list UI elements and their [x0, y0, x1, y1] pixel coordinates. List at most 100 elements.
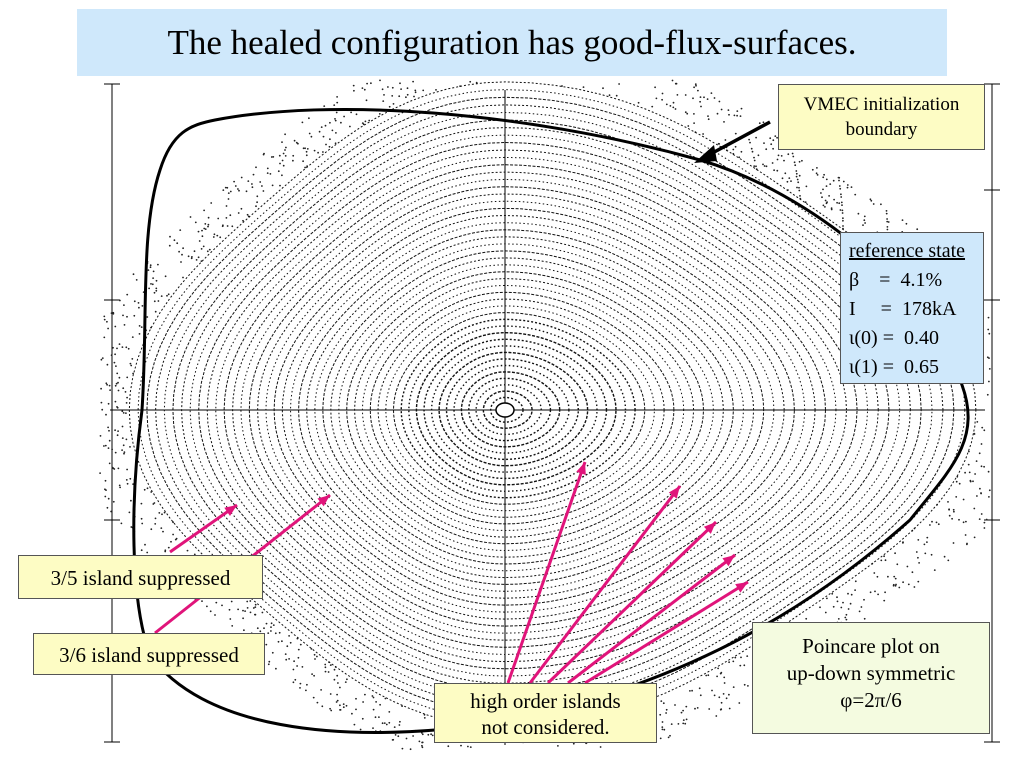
scatter-dot [771, 162, 774, 164]
scatter-dot [305, 154, 308, 157]
scatter-dot [399, 720, 401, 723]
scatter-dot [121, 449, 123, 451]
scatter-dot [755, 136, 757, 139]
flux-surface [338, 264, 714, 552]
flux-surface [330, 257, 724, 558]
scatter-dot [953, 510, 955, 513]
scatter-dot [667, 736, 670, 739]
flux-surface [198, 141, 890, 670]
scatter-dot [322, 135, 325, 138]
scatter-dot [299, 682, 302, 685]
scatter-dot [421, 746, 424, 749]
scatter-dot [272, 156, 275, 158]
scatter-dot [703, 96, 705, 99]
scatter-dot [121, 410, 124, 413]
scatter-dot [695, 84, 697, 87]
scatter-dot [842, 180, 845, 183]
scatter-dot [282, 164, 285, 167]
plot-axes [104, 83, 1000, 745]
scatter-dot [150, 283, 152, 285]
scatter-dot [467, 745, 469, 748]
scatter-dot [164, 275, 167, 278]
scatter-dot [409, 748, 412, 751]
scatter-dot [948, 514, 951, 517]
scatter-dot [955, 496, 958, 498]
scatter-dot [285, 146, 287, 149]
scatter-dot [796, 178, 799, 181]
scatter-dot [894, 577, 897, 580]
scatter-dot [148, 287, 151, 290]
scatter-dot [387, 86, 389, 88]
scatter-dot [114, 400, 117, 403]
scatter-dot [918, 562, 920, 564]
scatter-dot [822, 188, 824, 191]
scatter-dot [297, 648, 300, 651]
scatter-dot [112, 346, 114, 349]
scatter-dot [751, 150, 754, 153]
scatter-dot [962, 521, 965, 524]
flux-surface [128, 81, 977, 729]
scatter-dot [213, 233, 216, 236]
scatter-dot [282, 152, 285, 155]
scatter-dot [661, 728, 664, 731]
scatter-dot [155, 287, 158, 290]
title-banner: The healed configuration has good-flux-s… [77, 9, 947, 76]
scatter-dot [682, 719, 685, 721]
scatter-dot [372, 727, 374, 729]
scatter-dot [469, 80, 472, 83]
flux-surface [468, 377, 552, 442]
scatter-dot [193, 553, 196, 556]
scatter-dot [181, 253, 183, 256]
scatter-dot [401, 747, 404, 750]
pink-arrow-shaft [584, 580, 749, 685]
scatter-dot [363, 88, 366, 91]
scatter-dot [322, 151, 324, 153]
scatter-dot [353, 723, 356, 726]
scatter-dot [146, 487, 149, 490]
scatter-dot [842, 601, 844, 604]
flux-surface [453, 364, 570, 454]
scatter-dot [306, 683, 308, 686]
scatter-dot [267, 632, 270, 634]
scatter-dot [740, 107, 743, 110]
scatter-dot [227, 198, 230, 200]
scatter-dot [285, 658, 288, 661]
scatter-dot [983, 527, 986, 529]
scatter-dot [746, 655, 749, 657]
scatter-dot [269, 173, 272, 175]
scatter-dot [125, 402, 128, 404]
scatter-dot [608, 94, 611, 97]
scatter-dot [421, 744, 423, 747]
scatter-dot [447, 745, 450, 748]
scatter-dot [749, 141, 751, 144]
scatter-dot [738, 702, 741, 704]
scatter-dot [980, 465, 983, 468]
scatter-dot [917, 539, 920, 541]
scatter-dot [249, 600, 252, 602]
scatter-dot [195, 259, 198, 261]
scatter-dot [227, 192, 230, 195]
scatter-dot [846, 184, 849, 186]
scatter-dot [776, 158, 779, 161]
scatter-dot [278, 631, 281, 634]
scatter-dot [728, 707, 731, 710]
scatter-dot [200, 248, 203, 250]
scatter-dot [832, 605, 835, 608]
flux-surface [369, 291, 675, 525]
scatter-dot [734, 132, 737, 135]
scatter-dot [335, 701, 338, 703]
scatter-dot [805, 617, 808, 620]
scatter-dot [186, 549, 189, 552]
scatter-dot [956, 475, 959, 478]
scatter-dot [824, 611, 827, 614]
scatter-dot [743, 683, 746, 686]
scatter-dot [391, 86, 394, 89]
scatter-dot [824, 206, 826, 208]
scatter-dot [413, 95, 415, 98]
scatter-dot [294, 678, 297, 681]
scatter-dot [687, 125, 690, 127]
scatter-dot [122, 444, 125, 447]
scatter-dot [336, 674, 339, 677]
flux-surface [392, 312, 646, 505]
scatter-dot [157, 263, 159, 266]
